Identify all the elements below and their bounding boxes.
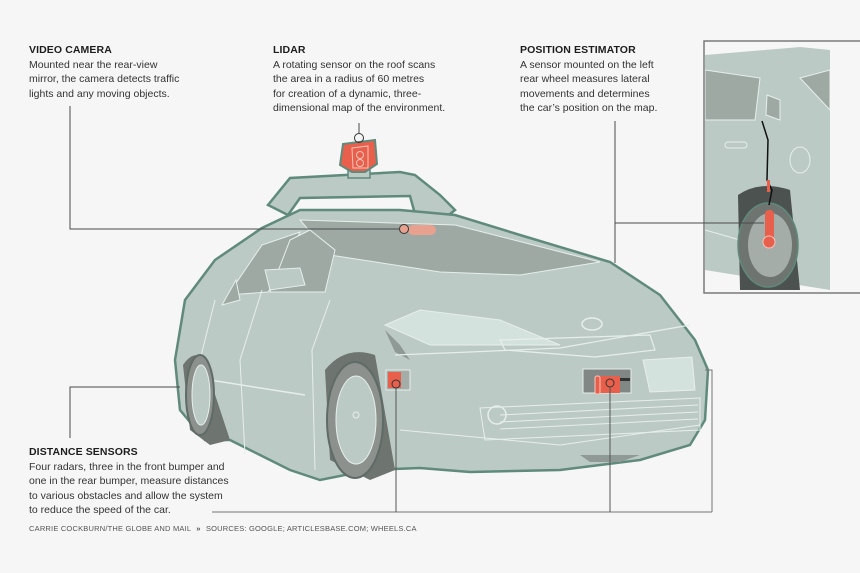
callout-title: DISTANCE SENSORS: [29, 446, 138, 458]
radar-sensor-front-icon: [582, 368, 632, 395]
callout-body: Four radars, three in the front bumper a…: [29, 460, 229, 517]
callout-video-camera: VIDEO CAMERA Mounted near the rear-view …: [29, 43, 259, 101]
toyota-logo: [581, 317, 603, 331]
callout-title: VIDEO CAMERA: [29, 44, 112, 56]
car-body: [173, 170, 710, 482]
callout-lidar: LIDAR A rotating sensor on the roof scan…: [273, 43, 493, 116]
callout-distance-sensors: DISTANCE SENSORS Four radars, three in t…: [29, 445, 269, 518]
rear-wheel: [183, 354, 230, 445]
callout-body: A rotating sensor on the roof scans the …: [273, 58, 446, 115]
credit-sources: SOURCES: GOOGLE; ARTICLESBASE.COM; WHEEL…: [205, 524, 417, 533]
leader-lines: [69, 106, 764, 513]
credit-author: CARRIE COCKBURN/THE GLOBE AND MAIL: [29, 524, 191, 533]
callout-body: Mounted near the rear-view mirror, the c…: [29, 58, 180, 100]
front-wheel: [325, 352, 395, 480]
credit-separator: »: [196, 524, 201, 533]
callout-title: LIDAR: [273, 44, 306, 56]
position-estimator-inset: [703, 40, 860, 294]
callout-body: A sensor mounted on the left rear wheel …: [520, 58, 658, 115]
credit-line: CARRIE COCKBURN/THE GLOBE AND MAIL » SOU…: [29, 524, 417, 533]
callout-position-estimator: POSITION ESTIMATOR A sensor mounted on t…: [520, 43, 700, 116]
callout-title: POSITION ESTIMATOR: [520, 44, 636, 56]
lidar-sensor-icon: [338, 133, 379, 179]
video-camera-sensor-icon: [399, 224, 436, 235]
distance-rear-leader-line: [69, 386, 180, 438]
radar-sensor-side-icon: [385, 369, 411, 391]
camera-leader-line: [69, 106, 400, 230]
